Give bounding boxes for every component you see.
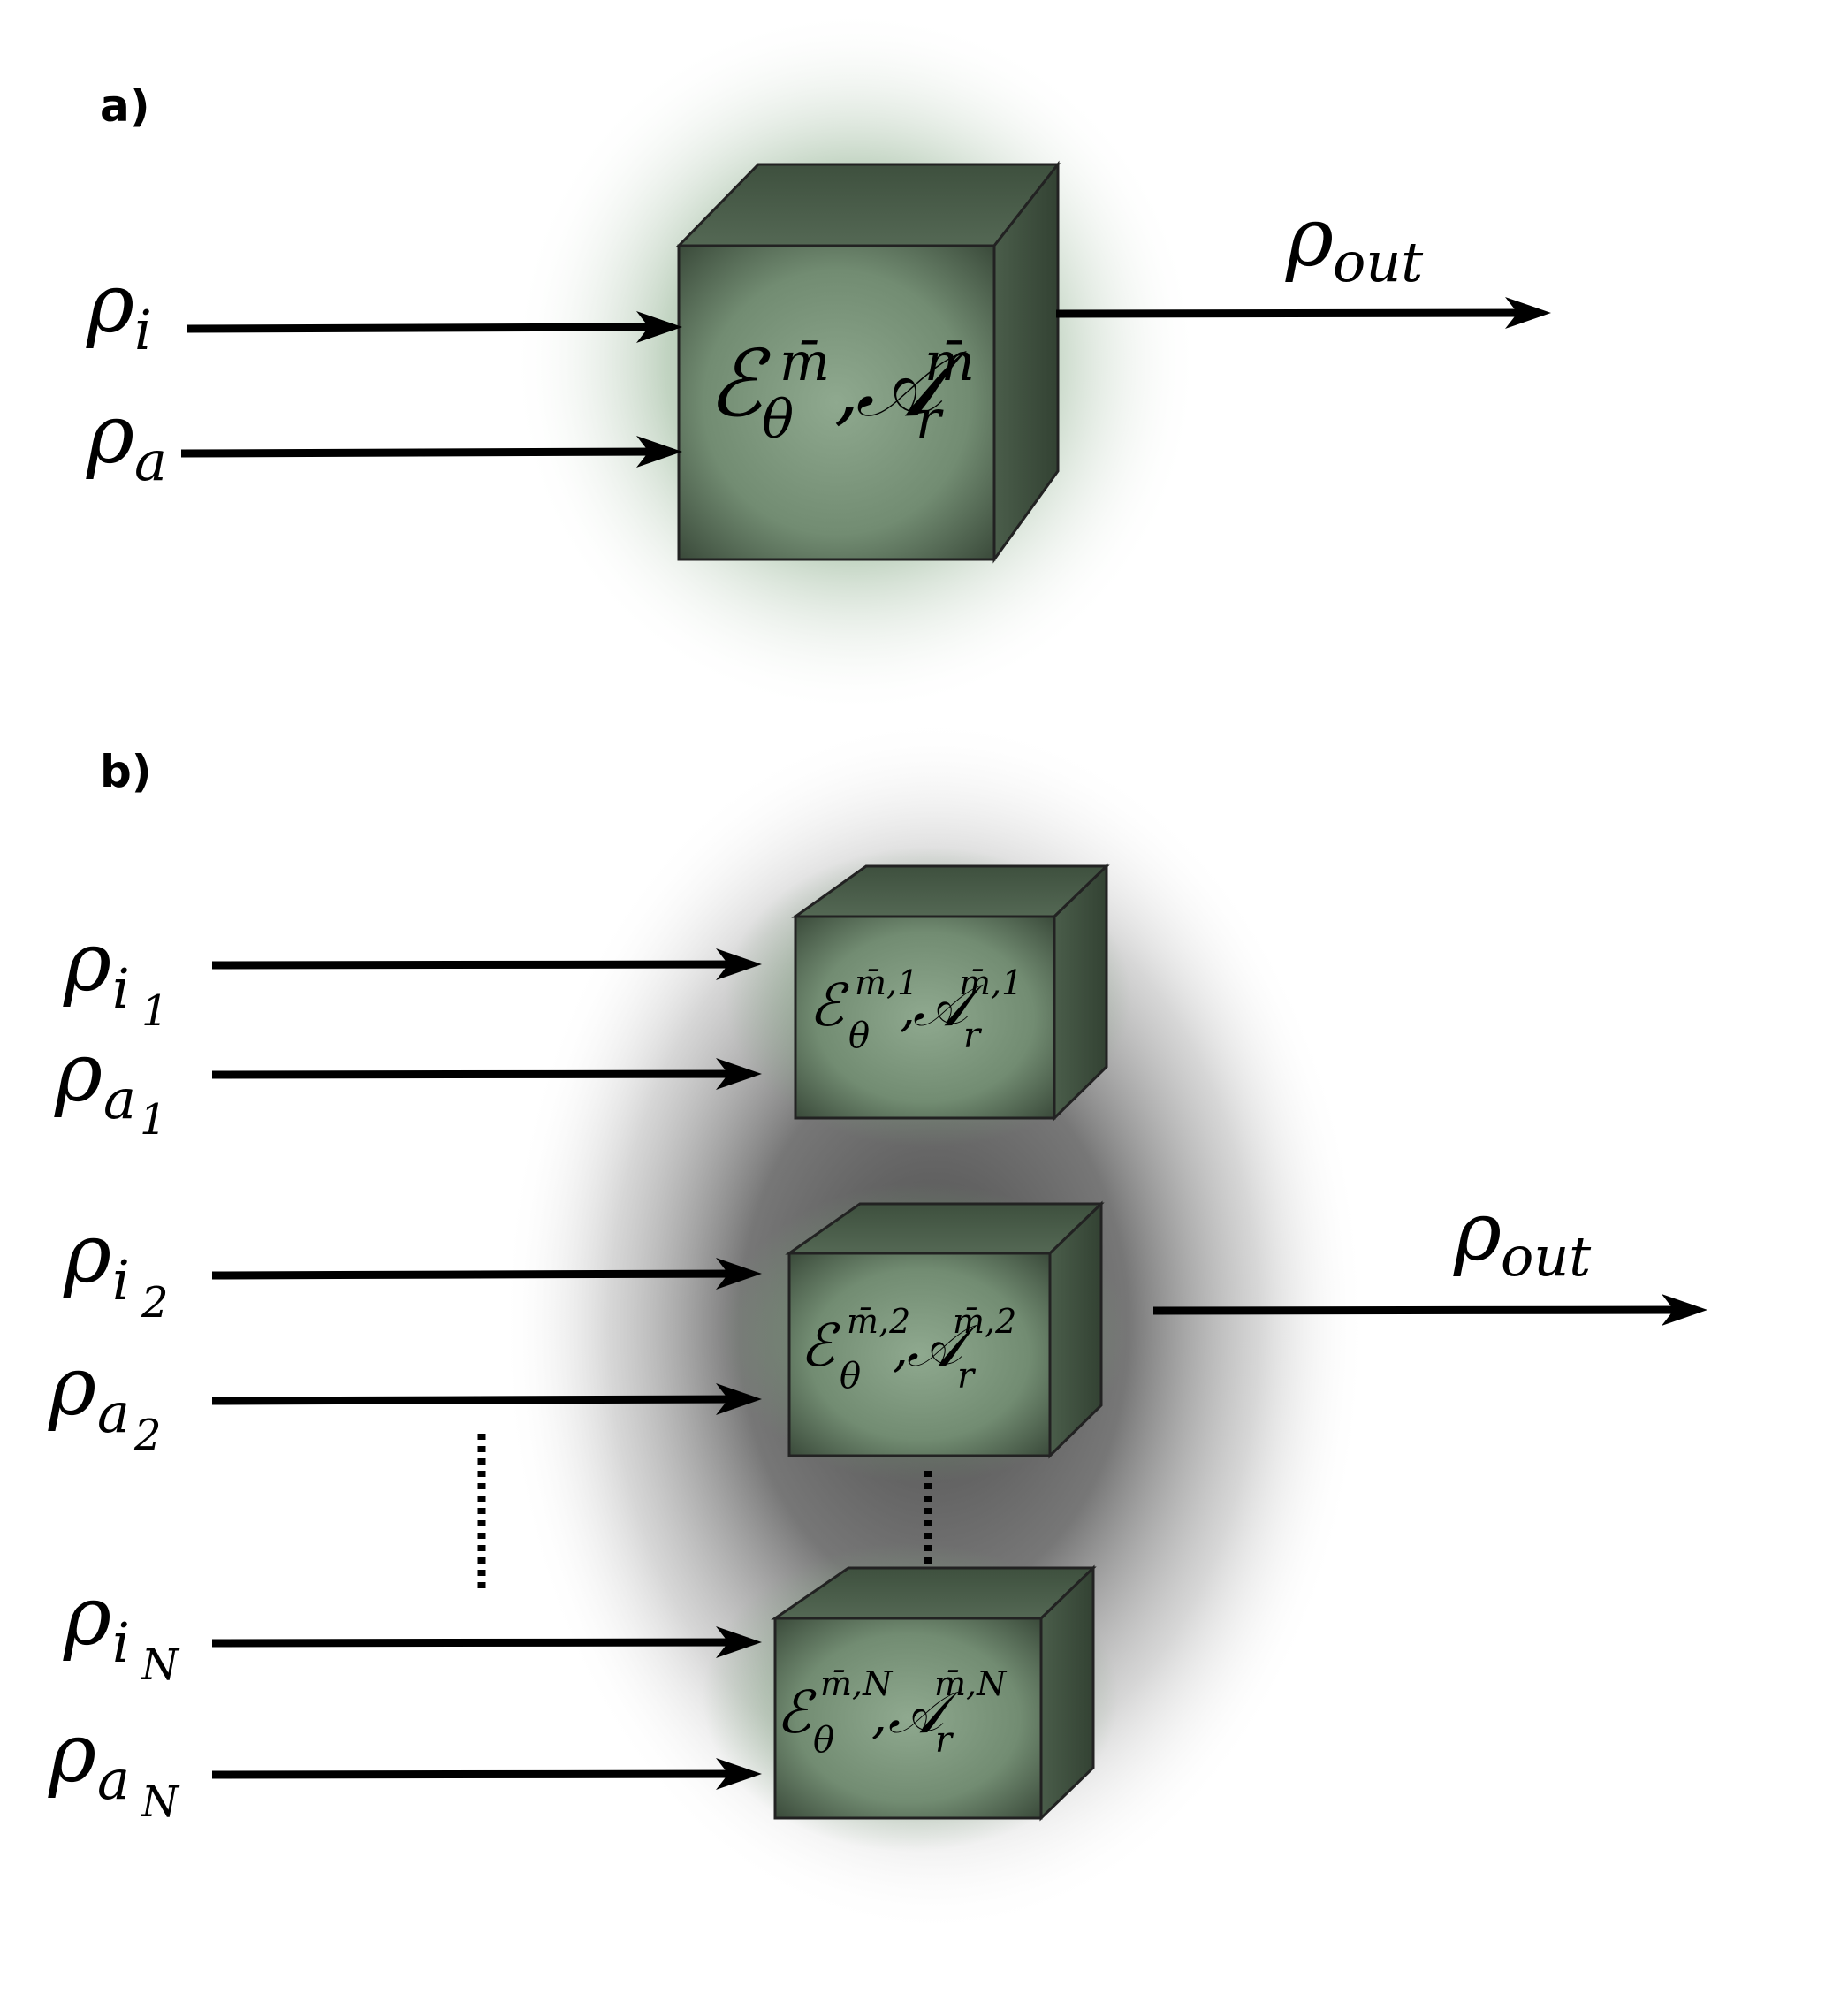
box-channel-sup: m̄ bbox=[780, 331, 830, 393]
box-channel-sup: m̄,N bbox=[820, 1664, 894, 1703]
input-rho-sub: a bbox=[134, 429, 167, 493]
cube-front-face bbox=[773, 1617, 1043, 1820]
box-channel-symbol: ℰ bbox=[800, 1312, 840, 1380]
input-rho-symbol: ρ bbox=[63, 1206, 111, 1301]
input-rho-subsub: 1 bbox=[141, 986, 169, 1036]
input-rho-subsub: 2 bbox=[141, 1278, 169, 1328]
arrow-head bbox=[716, 1758, 762, 1790]
input-rho-subsub: 1 bbox=[140, 1095, 167, 1145]
box-channel-sub: θ bbox=[813, 1720, 834, 1761]
panel-b-input-rho-iN: ρ i N bbox=[63, 1569, 180, 1690]
panel-a-box-label: ℰ m̄ θ , 𝒜 m̄ r bbox=[707, 330, 975, 451]
box-separator: , bbox=[893, 1320, 909, 1378]
panel-b-input-rho-i1: ρ i 1 bbox=[63, 915, 169, 1036]
input-rho-subsub: 2 bbox=[133, 1411, 162, 1460]
box-channel-symbol: ℰ bbox=[776, 1678, 817, 1747]
panel-a-cube: ℰ m̄ θ , 𝒜 m̄ r bbox=[675, 160, 1061, 564]
input-rho-sub: i bbox=[112, 1610, 130, 1675]
panel-a-arrow-rho-i bbox=[186, 323, 662, 333]
arrow-head bbox=[716, 948, 762, 980]
input-rho-subsub: N bbox=[141, 1777, 180, 1827]
panel-b-arrow-rho-a1 bbox=[211, 1069, 743, 1079]
panel-b-arrow-rho-i2 bbox=[211, 1269, 743, 1280]
box-separator: , bbox=[900, 980, 916, 1038]
input-rho-symbol: ρ bbox=[63, 1569, 111, 1663]
box-channel-symbol: ℰ bbox=[809, 971, 849, 1039]
box-channel-sup: m̄,1 bbox=[855, 963, 918, 1002]
box-operator-sup: m̄,2 bbox=[953, 1302, 1016, 1341]
panel-b-cube-2: ℰ m̄,2 θ , 𝒜 m̄,2 r bbox=[785, 1200, 1105, 1459]
input-rho-symbol: ρ bbox=[48, 1339, 96, 1434]
arrow-head bbox=[1505, 297, 1551, 329]
box-channel-sub: θ bbox=[848, 1016, 870, 1056]
panel-b-input-rho-aN: ρ a N bbox=[48, 1706, 180, 1827]
input-rho-sub: a bbox=[103, 1067, 136, 1131]
box-channel-sup: m̄,2 bbox=[847, 1302, 910, 1341]
box-separator: , bbox=[871, 1687, 887, 1745]
panel-b-input-rho-i2: ρ i 2 bbox=[63, 1206, 169, 1328]
arrow-head bbox=[716, 1383, 762, 1415]
panel-b-input-rho-a1: ρ a 1 bbox=[54, 1025, 167, 1145]
input-rho-symbol: ρ bbox=[63, 915, 111, 1009]
input-rho-sub: a bbox=[97, 1747, 130, 1812]
arrow-head bbox=[716, 1258, 762, 1290]
input-rho-subsub: N bbox=[141, 1640, 180, 1690]
panel-a-arrow-rho-a bbox=[180, 447, 662, 458]
output-rho-sub: out bbox=[1501, 1224, 1591, 1289]
panel-b-cube-3: ℰ m̄,N θ , 𝒜 m̄,N r bbox=[771, 1564, 1097, 1822]
box-operator-sup: m̄,1 bbox=[959, 963, 1023, 1002]
arrow-head bbox=[1662, 1294, 1707, 1326]
panel-b-input-rho-a2: ρ a 2 bbox=[48, 1339, 162, 1460]
arrow-head bbox=[716, 1058, 762, 1090]
box-operator-sup: m̄,N bbox=[934, 1664, 1008, 1703]
input-rho-symbol: ρ bbox=[48, 1706, 96, 1800]
arrow-head bbox=[636, 436, 682, 468]
arrow-head bbox=[636, 311, 682, 343]
panel-b-cube-1: ℰ m̄,1 θ , 𝒜 m̄,1 r bbox=[791, 863, 1110, 1122]
box-operator-sub: r bbox=[916, 389, 944, 451]
input-rho-sub: i bbox=[134, 298, 152, 362]
box-operator-sub: r bbox=[963, 1016, 983, 1056]
box-operator-sub: r bbox=[957, 1356, 977, 1397]
panel-b-arrow-rho-i1 bbox=[211, 960, 743, 970]
output-rho-sub: out bbox=[1333, 230, 1423, 294]
input-rho-symbol: ρ bbox=[54, 1025, 103, 1120]
box-channel-symbol: ℰ bbox=[707, 330, 771, 438]
panel-a-input-rho-i: ρ i bbox=[86, 256, 152, 362]
output-rho-symbol: ρ bbox=[1285, 190, 1334, 285]
box-operator-sub: r bbox=[935, 1720, 954, 1761]
panel-a-input-rho-a: ρ a bbox=[86, 387, 167, 493]
panel-a-arrow-rho-out bbox=[1055, 308, 1530, 318]
input-rho-sub: i bbox=[112, 1248, 130, 1313]
arrow-head bbox=[716, 1626, 762, 1658]
panel-b-output-rho-out: ρ out bbox=[1453, 1184, 1591, 1289]
panel-b-arrow-rho-a2 bbox=[211, 1395, 743, 1405]
output-rho-symbol: ρ bbox=[1453, 1184, 1502, 1279]
cube-front-face bbox=[794, 915, 1056, 1120]
box-operator-sup: m̄ bbox=[924, 331, 975, 393]
box-channel-sub: θ bbox=[840, 1356, 861, 1397]
input-rho-symbol: ρ bbox=[86, 256, 134, 351]
input-rho-sub: i bbox=[112, 956, 130, 1021]
input-rho-sub: a bbox=[97, 1381, 130, 1445]
input-rho-symbol: ρ bbox=[86, 387, 134, 482]
box-separator: , bbox=[834, 342, 860, 435]
panel-b-arrow-rho-iN bbox=[211, 1638, 743, 1648]
panel-b-arrow-rho-aN bbox=[211, 1769, 743, 1779]
cube-front-face bbox=[787, 1252, 1052, 1457]
panel-b-label: b) bbox=[100, 746, 152, 797]
panel-b-arrow-rho-out bbox=[1152, 1305, 1687, 1315]
cube-front-face bbox=[677, 244, 996, 561]
box-channel-sub: θ bbox=[762, 389, 794, 451]
panel-a-output-rho-out: ρ out bbox=[1285, 190, 1423, 294]
panel-a-label: a) bbox=[100, 80, 150, 132]
